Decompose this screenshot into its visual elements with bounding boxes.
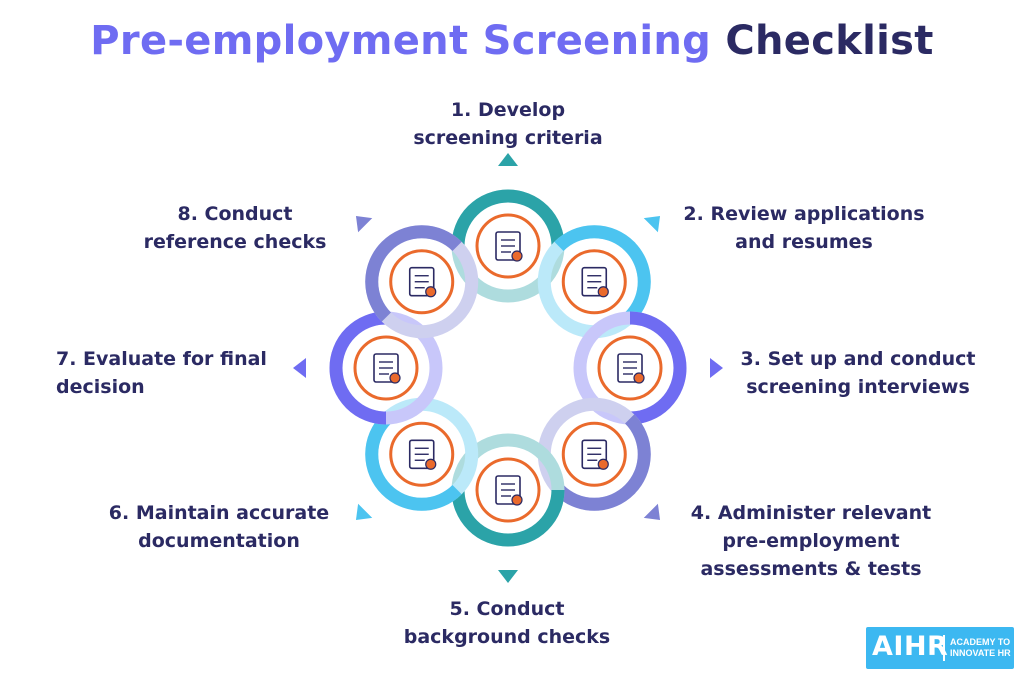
logo-brand: AIHR	[872, 631, 949, 662]
step-6-line-2: documentation	[138, 530, 300, 552]
step-1-line-1: 1. Develop	[450, 99, 566, 121]
step-1-arrow	[498, 153, 518, 166]
step-4-line-1: 4. Administer relevant	[690, 502, 932, 524]
step-8-arc	[365, 225, 462, 322]
logo-divider	[943, 635, 945, 661]
step-6-arrow	[355, 503, 373, 521]
logo-tagline-2: INNOVATE HR	[950, 648, 1011, 658]
magnifier-evaluate-icon	[353, 335, 419, 401]
step-2-arc	[554, 225, 651, 322]
step-8-line-2: reference checks	[143, 231, 327, 253]
step-2-line-2: and resumes	[735, 231, 873, 253]
step-4-line-3: assessments & tests	[700, 558, 922, 580]
step-2-line-1: 2. Review applications	[683, 203, 925, 225]
step-7-arrow	[293, 358, 306, 378]
step-1-label: 1. Develop screening criteria	[398, 96, 618, 152]
assessment-gear-icon	[561, 421, 627, 487]
title-rest: Checklist	[725, 18, 934, 64]
step-7-line-2: decision	[56, 376, 145, 398]
step-8-line-1: 8. Conduct	[177, 203, 293, 225]
step-5-label: 5. Conduct background checks	[392, 595, 622, 651]
step-6-label: 6. Maintain accurate documentation	[96, 499, 342, 555]
resume-document-icon	[561, 249, 627, 315]
reference-book-icon	[389, 249, 455, 315]
step-5-line-2: background checks	[403, 626, 611, 648]
step-7-label: 7. Evaluate for final decision	[56, 345, 296, 401]
step-2-label: 2. Review applications and resumes	[668, 200, 940, 256]
step-3-label: 3. Set up and conduct screening intervie…	[732, 345, 984, 401]
page-title: Pre-employment Screening Checklist	[0, 18, 1024, 64]
step-7-line-1: 7. Evaluate for final	[56, 348, 267, 370]
step-3-line-2: screening interviews	[746, 376, 970, 398]
title-highlight: Pre-employment Screening	[90, 18, 712, 64]
interview-candidate-icon	[597, 335, 663, 401]
step-2-arrow	[643, 215, 661, 233]
step-8-label: 8. Conduct reference checks	[130, 200, 340, 256]
step-8-node	[365, 225, 479, 339]
step-1-line-2: screening criteria	[413, 127, 603, 149]
step-6-line-1: 6. Maintain accurate	[108, 502, 330, 524]
step-5-line-1: 5. Conduct	[449, 598, 565, 620]
logo-tagline-1: ACADEMY TO	[950, 637, 1011, 647]
step-7-arc	[329, 311, 387, 425]
step-6-arc	[365, 414, 462, 511]
step-4-arrow	[643, 503, 661, 521]
step-5-arrow	[498, 570, 518, 583]
step-3-line-1: 3. Set up and conduct	[740, 348, 976, 370]
step-8-arrow	[355, 215, 373, 233]
documentation-icon	[389, 421, 455, 487]
step-3-arrow	[710, 358, 723, 378]
logo-tagline: ACADEMY TO INNOVATE HR	[950, 637, 1011, 659]
step-5-arc	[451, 489, 565, 547]
step-1-arc	[451, 189, 565, 247]
laptop-gears-icon	[475, 213, 541, 279]
background-check-icon	[475, 457, 541, 523]
step-4-line-2: pre-employment	[722, 530, 900, 552]
step-4-arc	[554, 414, 651, 511]
step-3-arc	[629, 311, 687, 425]
step-4-label: 4. Administer relevant pre-employment as…	[680, 499, 942, 583]
aihr-logo: AIHR ACADEMY TO INNOVATE HR	[866, 627, 1014, 669]
